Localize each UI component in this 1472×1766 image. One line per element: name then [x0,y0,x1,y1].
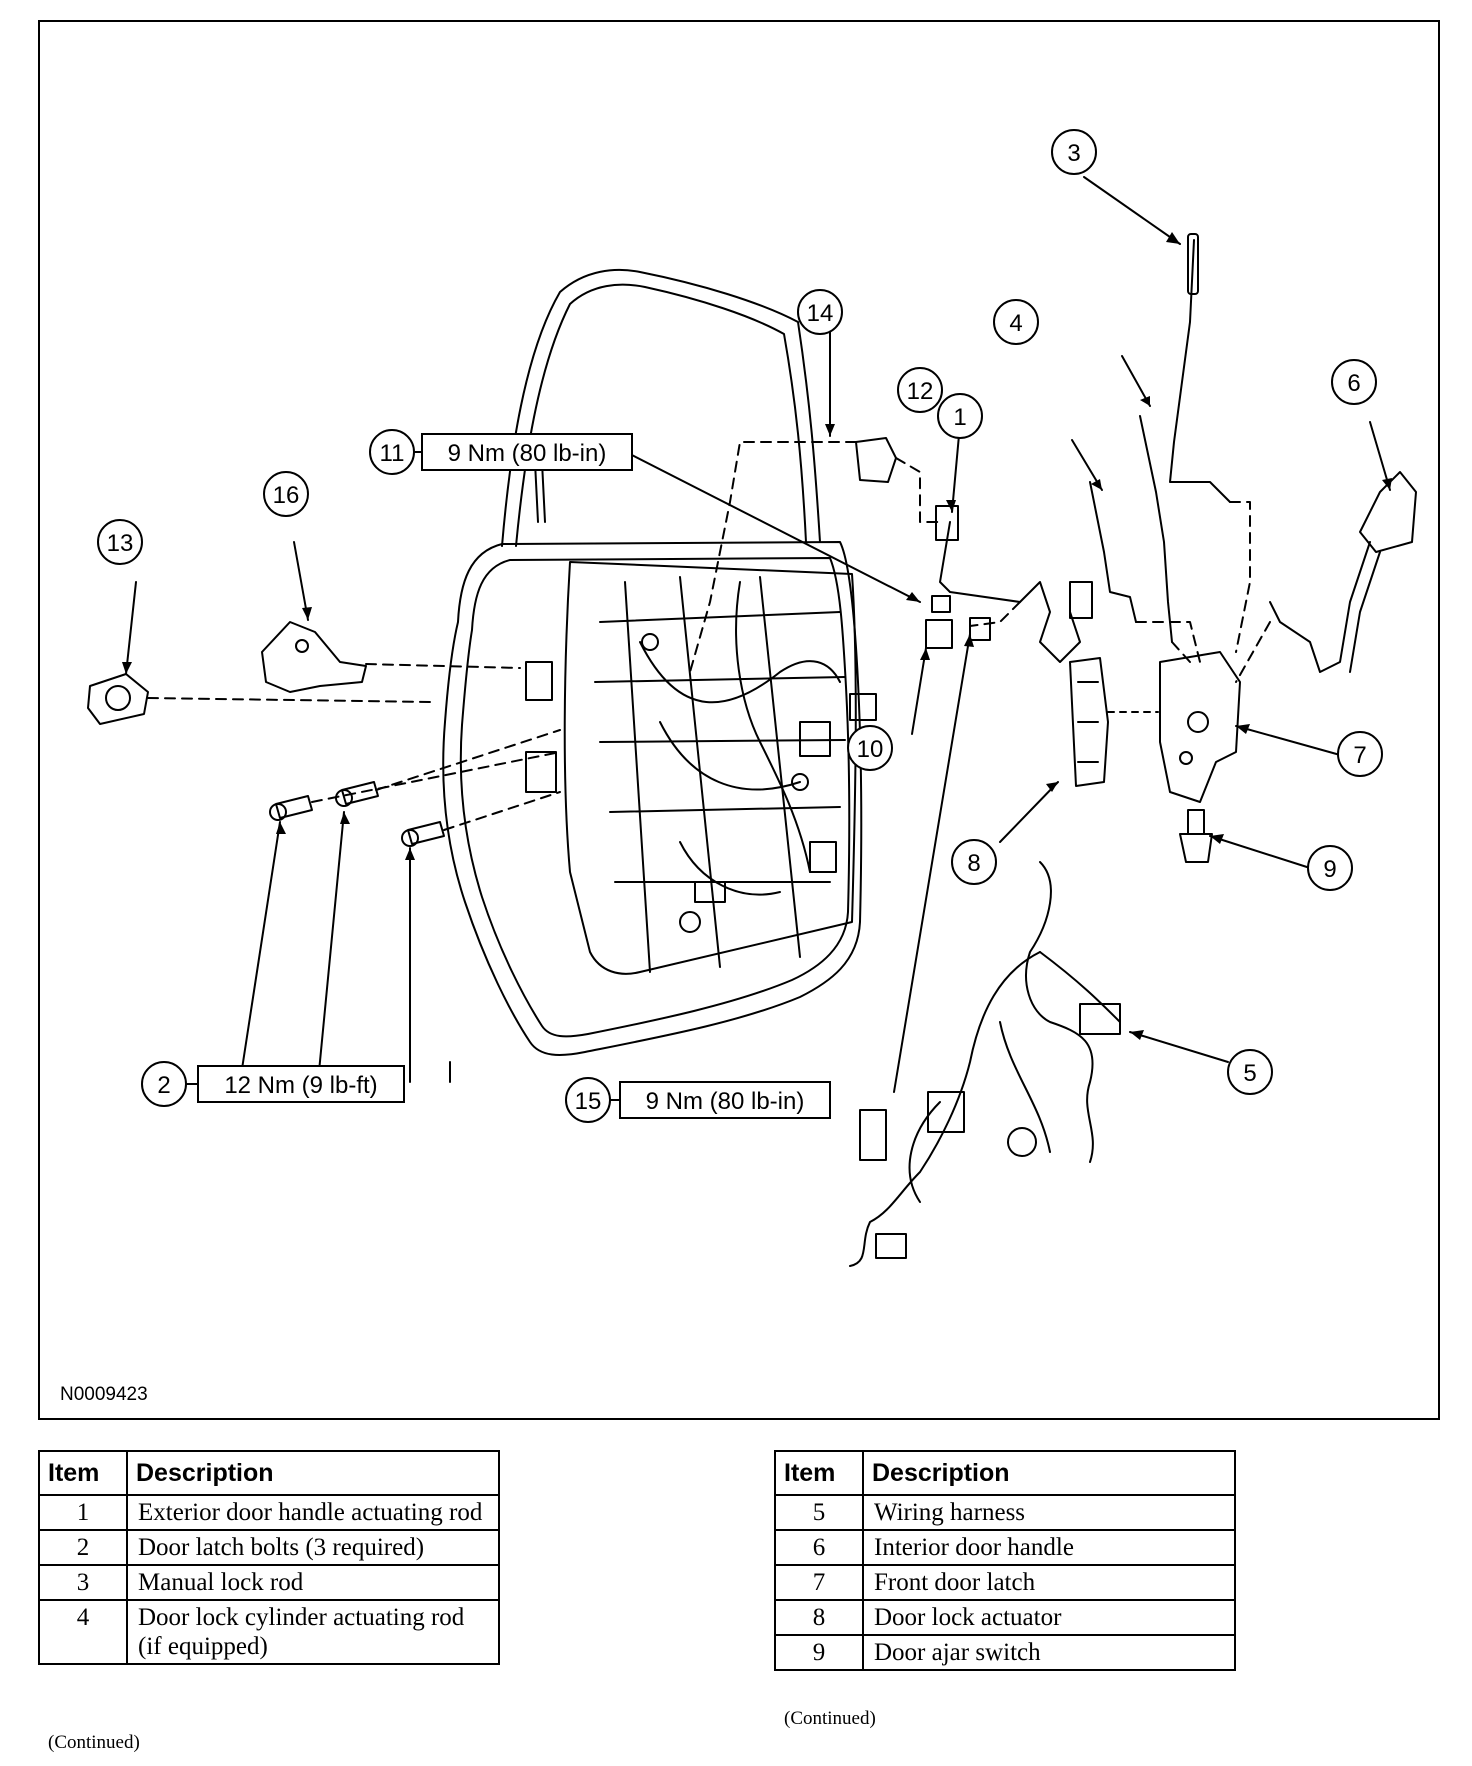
leader-lines [125,176,1391,1093]
continued-left: (Continued) [48,1732,140,1753]
item-description: Interior door handle [862,1529,1236,1566]
callout-1-label: 1 [953,404,966,431]
table-row: 1 Exterior door handle actuating rod [38,1494,500,1531]
continued-right: (Continued) [784,1708,876,1729]
callout-16: 16 [263,471,309,517]
callout-7: 7 [1337,731,1383,777]
item-description: Wiring harness [862,1494,1236,1531]
callout-13-label: 13 [107,530,134,557]
callout-13: 13 [97,519,143,565]
callout-9-label: 9 [1323,856,1336,883]
torque-11-label: 9 Nm (80 lb-in) [448,440,607,467]
item-number: 7 [774,1564,864,1601]
callout-11-label: 11 [380,440,405,467]
torque-box-11: 9 Nm (80 lb-in) [421,433,633,471]
door-panel [442,268,877,1056]
callout-8: 8 [951,839,997,885]
legend-header-row: Item Description [774,1450,1236,1496]
part-rod-1-exterior [1089,481,1137,623]
item-description: Door ajar switch [862,1634,1236,1671]
torque-box-15: 9 Nm (80 lb-in) [619,1081,831,1119]
callout-10: 10 [847,725,893,771]
item-description: Door lock cylinder actuating rod (if equ… [126,1599,500,1665]
table-row: 9 Door ajar switch [774,1634,1236,1671]
callout-12: 12 [897,367,943,413]
callout-12-label: 12 [907,378,934,405]
callout-2-label: 2 [157,1072,170,1099]
callout-2: 2 [141,1061,187,1107]
callout-14-label: 14 [807,300,834,327]
table-row: 8 Door lock actuator [774,1599,1236,1636]
part-interior-door-handle-6 [1269,471,1417,673]
callout-11: 11 [369,429,415,475]
item-number: 8 [774,1599,864,1636]
table-row: 2 Door latch bolts (3 required) [38,1529,500,1566]
part-handle-16 [261,621,367,693]
legend-header-row: Item Description [38,1450,500,1496]
table-row: 4 Door lock cylinder actuating rod (if e… [38,1599,500,1665]
part-rod-4-cylinder [1139,415,1173,643]
callout-3: 3 [1051,129,1097,175]
callout-6-label: 6 [1347,370,1360,397]
table-row: 3 Manual lock rod [38,1564,500,1601]
callout-7-label: 7 [1353,742,1366,769]
callout-15: 15 [565,1077,611,1123]
item-number: 4 [38,1599,128,1665]
header-description: Description [862,1450,1236,1496]
part-door-ajar-switch-9 [1179,809,1213,863]
part-rod-3-manual-lock [1169,233,1231,503]
callout-5: 5 [1227,1049,1273,1095]
part-wiring-harness-12 [935,505,1093,663]
item-number: 9 [774,1634,864,1671]
header-item: Item [774,1450,864,1496]
torque-2-label: 12 Nm (9 lb-ft) [224,1072,377,1099]
item-number: 1 [38,1494,128,1531]
callout-9: 9 [1307,845,1353,891]
torque-15-label: 9 Nm (80 lb-in) [646,1088,805,1115]
callout-14: 14 [797,289,843,335]
legend-table-left: Item Description 1 Exterior door handle … [38,1450,500,1665]
item-description: Door latch bolts (3 required) [126,1529,500,1566]
item-description: Exterior door handle actuating rod [126,1494,500,1531]
callout-1: 1 [937,393,983,439]
callout-10-label: 10 [857,736,884,763]
item-description: Manual lock rod [126,1564,500,1601]
item-description: Door lock actuator [862,1599,1236,1636]
part-connector-14 [855,437,897,483]
callout-3-label: 3 [1067,140,1080,167]
torque-box-2: 12 Nm (9 lb-ft) [197,1065,405,1103]
callout-6: 6 [1331,359,1377,405]
part-front-door-latch-7 [1159,651,1241,803]
figure-id: N0009423 [60,1384,148,1405]
callout-15-label: 15 [575,1088,602,1115]
torque-boxes: 9 Nm (80 lb-in) 12 Nm (9 lb-ft) 9 Nm (80… [197,433,831,1119]
part-wiring-harness-5 [849,861,1121,1267]
callout-16-label: 16 [273,482,300,509]
item-description: Front door latch [862,1564,1236,1601]
exploded-diagram: 3 4 1 6 12 14 11 16 13 10 7 8 9 5 2 15 9… [38,20,1440,1420]
part-connectors-10 [925,595,991,649]
part-bolts-2 [269,781,445,847]
callout-8-label: 8 [967,850,980,877]
item-number: 2 [38,1529,128,1566]
part-bezel-13 [87,673,149,725]
callout-5-label: 5 [1243,1060,1256,1087]
table-row: 7 Front door latch [774,1564,1236,1601]
item-number: 6 [774,1529,864,1566]
callout-4-label: 4 [1009,310,1022,337]
table-row: 6 Interior door handle [774,1529,1236,1566]
header-item: Item [38,1450,128,1496]
header-description: Description [126,1450,500,1496]
table-row: 5 Wiring harness [774,1494,1236,1531]
legend-table-right: Item Description 5 Wiring harness 6 Inte… [774,1450,1236,1671]
item-number: 5 [774,1494,864,1531]
diagram-drawing: 3 4 1 6 12 14 11 16 13 10 7 8 9 5 2 15 9… [87,129,1417,1267]
alignment-lines [147,441,1271,831]
item-number: 3 [38,1564,128,1601]
callouts: 3 4 1 6 12 14 11 16 13 10 7 8 9 5 2 15 [97,129,1383,1123]
part-door-lock-actuator-8 [1069,657,1159,787]
callout-4: 4 [993,299,1039,345]
